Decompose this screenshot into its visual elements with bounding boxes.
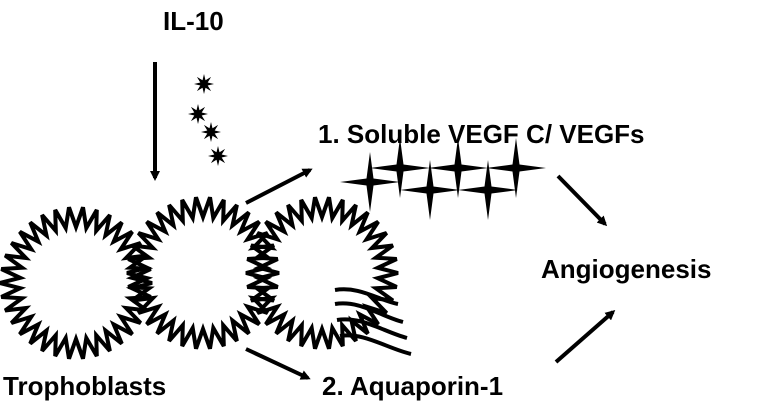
four-point-star-icon <box>458 160 518 220</box>
trophoblast-cells <box>0 196 399 360</box>
asterisk-star-icon <box>201 122 221 142</box>
angiogenesis-label: Angiogenesis <box>541 254 711 284</box>
arrow-to-aquaporin <box>245 347 311 380</box>
il10-star-icons <box>188 74 228 166</box>
four-point-star-icon <box>370 138 430 198</box>
arrow-to-soluble-vegf <box>245 168 313 205</box>
il10-label: IL-10 <box>163 6 224 36</box>
trophoblast-cell-1 <box>0 206 153 360</box>
vegf-star-icons <box>340 138 546 220</box>
asterisk-star-icon <box>188 104 208 124</box>
four-point-star-icon <box>428 138 488 198</box>
arrow-vegf-to-angiogenesis <box>556 174 608 227</box>
trophoblast-cell-2 <box>126 196 280 350</box>
arrow-aquaporin-to-angiogenesis <box>554 310 616 364</box>
wavy-lines-icon <box>334 287 412 356</box>
aquaporin-label: 2. Aquaporin-1 <box>322 371 503 401</box>
trophoblasts-label: Trophoblasts <box>3 371 166 401</box>
asterisk-star-icon <box>194 74 214 94</box>
four-point-star-icon <box>486 138 546 198</box>
trophoblast-cell-3 <box>245 196 399 350</box>
asterisk-star-icon <box>208 146 228 166</box>
four-point-star-icon <box>400 160 460 220</box>
soluble-vegf-label: 1. Soluble VEGF C/ VEGFs <box>318 119 645 149</box>
four-point-star-icon <box>340 152 400 212</box>
